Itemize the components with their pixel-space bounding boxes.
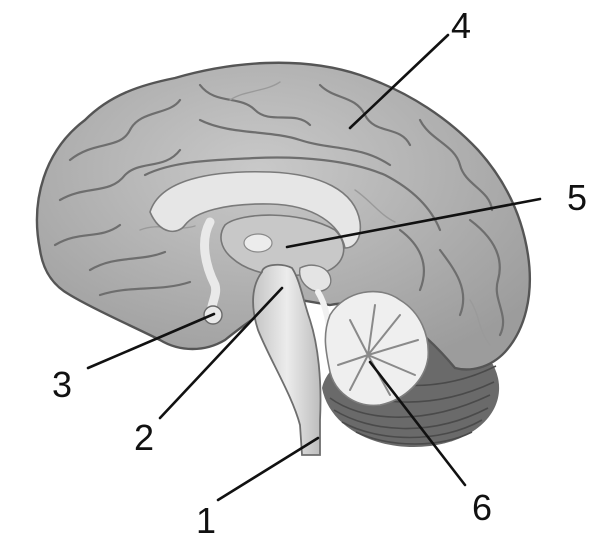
gyri-folds [53,81,505,346]
corpus-callosum [149,170,362,249]
leader-line-2 [158,286,284,420]
label-3: 3 [52,364,72,405]
leader-line-3 [86,312,216,370]
label-4: 4 [451,5,471,46]
label-1: 1 [196,500,216,541]
leader-line-6 [368,360,467,487]
label-5: 5 [567,177,587,218]
leader-line-1 [216,436,320,502]
label-2: 2 [134,417,154,458]
brainstem [252,263,322,456]
leader-line-5 [285,197,542,249]
pineal-tectum [298,264,332,292]
fornix [200,217,221,317]
interthalamic-adhesion [243,233,273,253]
arbor-vitae [324,290,430,407]
leader-line-4 [348,33,450,130]
label-6: 6 [472,487,492,528]
